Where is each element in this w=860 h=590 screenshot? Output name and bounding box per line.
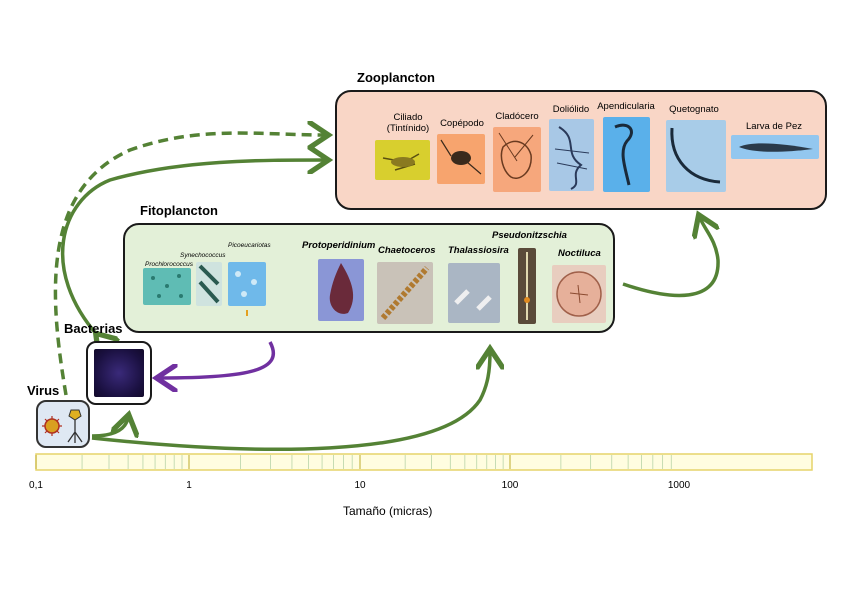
- copepodo-photo: [437, 134, 485, 184]
- pseudonitzschia-label: Pseudonitzschia: [492, 230, 567, 241]
- noctiluca-label: Noctiluca: [558, 248, 601, 259]
- synechococcus-photo: [196, 262, 222, 306]
- arrow-virus-to-bacterias: [91, 418, 128, 436]
- arrow-virus-to-zooplancton: [53, 133, 325, 396]
- tick-label-1000: 1000: [667, 480, 691, 491]
- protoperidinium-label: Protoperidinium: [302, 240, 376, 251]
- arrow-fitoplancton-to-zooplancton: [622, 218, 720, 298]
- thalassiosira-label: Thalassiosira: [448, 245, 509, 256]
- apendicularia-label: Apendicularia: [597, 101, 655, 112]
- prochlorococcus-label: Prochlorococcus: [145, 261, 194, 268]
- picoeucariotas-photo: [228, 262, 266, 306]
- zooplancton-title: Zooplancton: [357, 70, 435, 85]
- ciliado-label-line1: Ciliado: [393, 112, 423, 123]
- picoeucariotas-label: Picoeucariotas: [228, 242, 271, 249]
- axis-title: Tamaño (micras): [343, 504, 433, 518]
- virus-icon: [42, 409, 83, 443]
- quetognato-photo: [666, 120, 726, 192]
- protoperidinium-photo: [318, 259, 364, 321]
- quetognato-label: Quetognato: [669, 104, 719, 115]
- ciliado-photo: [375, 140, 430, 180]
- arrow-fitoplancton-to-bacterias: [160, 341, 276, 378]
- cladocero-photo: [493, 127, 541, 192]
- noctiluca-photo: [552, 265, 606, 323]
- apendicularia-photo: [603, 117, 650, 192]
- bacterias-title: Bacterias: [64, 321, 123, 336]
- thalassiosira-photo: [448, 263, 500, 323]
- scale-mark: [246, 310, 248, 316]
- cladocero-label: Cladócero: [495, 111, 539, 122]
- bacterias-photo: [94, 349, 144, 397]
- virus-title: Virus: [27, 383, 60, 398]
- size-axis-bar: [35, 453, 813, 471]
- ciliado-label: Ciliado (Tintínido): [383, 112, 433, 134]
- fitoplancton-title: Fitoplancton: [140, 203, 218, 218]
- doliolido-label: Doliólido: [552, 104, 590, 115]
- tick-label-10: 10: [354, 480, 366, 491]
- larva-de-pez-photo: [731, 135, 819, 159]
- larva-de-pez-label: Larva de Pez: [746, 121, 802, 132]
- tick-label-1: 1: [186, 480, 192, 491]
- doliolido-photo: [549, 119, 594, 191]
- synechococcus-label: Synechococcus: [180, 252, 226, 259]
- tick-label-100: 100: [501, 480, 519, 491]
- ciliado-label-line2: (Tintínido): [386, 123, 430, 134]
- bacterias-box: [86, 341, 152, 405]
- tick-label-0-1: 0,1: [29, 480, 43, 491]
- prochlorococcus-photo: [143, 268, 191, 305]
- pseudonitzschia-photo: [518, 248, 536, 324]
- copepodo-label: Copépodo: [440, 118, 484, 129]
- chaetoceros-photo: [377, 262, 433, 324]
- arrow-virus-to-fitoplancton: [91, 352, 490, 452]
- chaetoceros-label: Chaetoceros: [378, 245, 436, 256]
- arrow-zooplancton-bacterias: [61, 160, 325, 336]
- virus-box: [36, 400, 90, 448]
- size-axis-minor-ticks: [35, 455, 672, 469]
